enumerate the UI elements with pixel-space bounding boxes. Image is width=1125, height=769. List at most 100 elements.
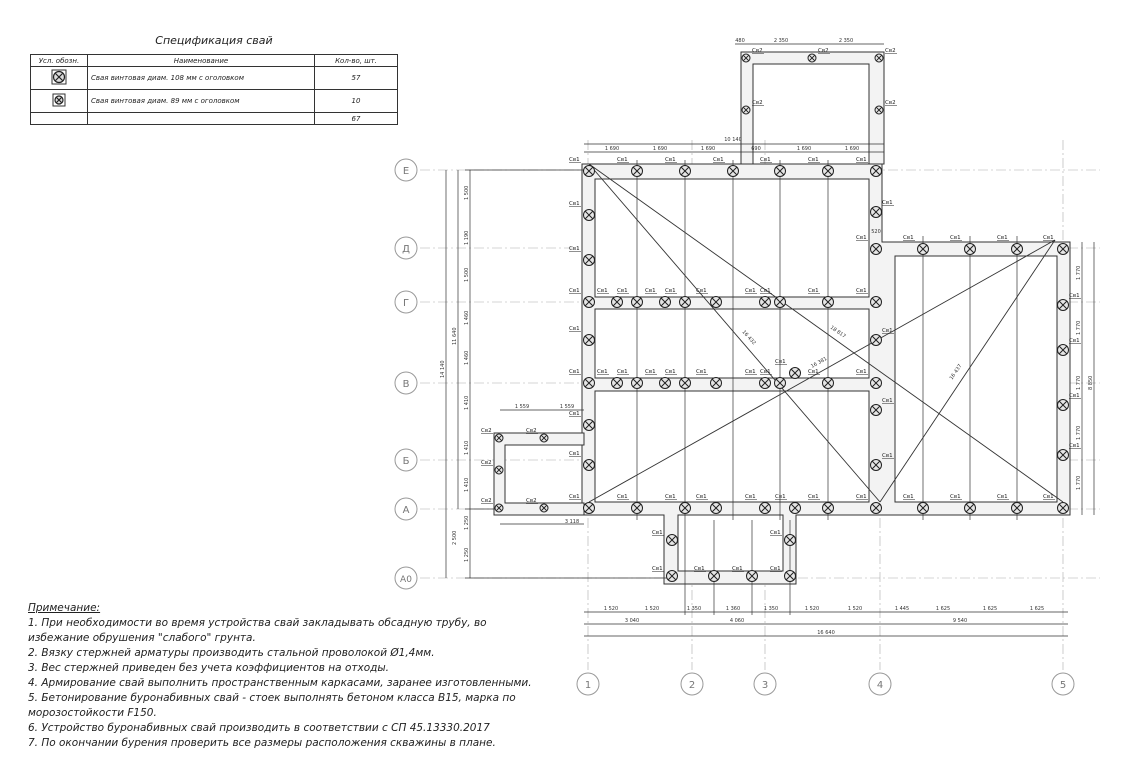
dim-bot-4: 1 360 <box>726 606 740 612</box>
axis-bubble-col-3: 3 <box>753 672 777 696</box>
axis-bubble-row-A0: А0 <box>394 566 418 590</box>
pile-label: Св1 <box>808 288 819 294</box>
pile-marker: Св1 <box>856 494 882 514</box>
axis-col-5-label: 5 <box>1060 680 1066 691</box>
pile-label: Св2 <box>818 48 829 54</box>
pile-marker: Св1 <box>770 530 796 546</box>
pile-marker: Св1 <box>645 369 671 389</box>
pile-marker: Св1 <box>870 328 894 346</box>
axis-row-A0-label: А0 <box>400 575 412 585</box>
dim-520: 520 <box>871 229 881 235</box>
dim-left-annex-small: 3 118 <box>565 519 579 525</box>
dim-left-total: 14 140 <box>440 361 446 379</box>
dim-left-9: 1 250 <box>464 516 470 530</box>
spec-total-qty: 67 <box>314 112 398 125</box>
pile-marker: Св1 <box>760 157 786 177</box>
pile-label: Св1 <box>808 157 819 163</box>
axis-col-2-label: 2 <box>689 680 695 691</box>
pile-label: Св1 <box>760 157 771 163</box>
pile-marker: Св1 <box>569 451 595 471</box>
note-5: 5. Бетонирование буронабивных свай - сто… <box>28 692 516 719</box>
pile-label: Св1 <box>617 494 628 500</box>
axis-col-3-label: 3 <box>762 680 768 691</box>
pile-label: Св1 <box>856 288 867 294</box>
note-7: 7. По окончании бурения проверить все ра… <box>28 737 496 749</box>
note-2: 2. Вязку стержней арматуры производить с… <box>28 647 435 659</box>
dim-annex-2: 2 350 <box>774 38 788 44</box>
note-3: 3. Вес стержней приведен без учета коэфф… <box>28 662 390 674</box>
pile-label: Св1 <box>597 288 608 294</box>
pile-label: Св1 <box>569 451 580 457</box>
pile-marker: Св1 <box>856 369 882 389</box>
spec-table: Усл. обозн. Наименование Кол-во, шт. Сва… <box>30 54 398 125</box>
spec-title: Спецификация свай <box>155 34 273 47</box>
dim-left-annex-1: 1 559 <box>515 404 529 410</box>
dim-bot-9: 1 625 <box>936 606 950 612</box>
pile-marker: Св1 <box>808 494 834 514</box>
pile-marker: Св1 <box>870 453 894 471</box>
dim-right-1: 1 770 <box>1076 266 1082 280</box>
dim-bot-mid-2: 4 060 <box>730 618 744 624</box>
axis-row-B-label: Б <box>403 456 410 467</box>
dim-top-total: 10 140 <box>724 137 742 143</box>
pile-marker: Св1 <box>903 235 929 255</box>
pile-label: Св2 <box>526 498 537 504</box>
pile-label: Св1 <box>882 328 893 334</box>
pile-marker: Св1 <box>950 494 976 514</box>
pile-label: Св1 <box>808 369 819 375</box>
note-1: 1. При необходимости во время устройства… <box>28 617 487 644</box>
dim-bot-11: 1 625 <box>1030 606 1044 612</box>
dim-bot-10: 1 625 <box>983 606 997 612</box>
dim-top-4: 690 <box>751 146 761 152</box>
dim-bot-6: 1 520 <box>805 606 819 612</box>
pile-marker: Св2 <box>874 100 897 115</box>
pile-label: Св1 <box>617 288 628 294</box>
pile-label: Св1 <box>1043 494 1054 500</box>
pile-marker: Св2 <box>481 428 504 443</box>
pile-label: Св2 <box>526 428 537 434</box>
dim-left-7: 1 410 <box>464 441 470 455</box>
pile-marker: Св1 <box>1057 443 1081 461</box>
dim-bot-5: 1 350 <box>764 606 778 612</box>
pile-label: Св1 <box>569 369 580 375</box>
dim-top-2: 1 690 <box>653 146 667 152</box>
pile-label: Св1 <box>569 326 580 332</box>
pile-label: Св1 <box>1069 393 1080 399</box>
pile-marker: Св1 <box>808 369 834 389</box>
pile-label: Св1 <box>597 369 608 375</box>
pile-label: Св1 <box>1069 338 1080 344</box>
axis-bubble-row-B: Б <box>394 448 418 472</box>
pile-label: Св1 <box>856 494 867 500</box>
pile-marker: Св2 <box>741 48 764 63</box>
dim-right-2: 1 770 <box>1076 321 1082 335</box>
axis-col-1-label: 1 <box>585 680 591 691</box>
pile-marker: Св1 <box>856 157 882 177</box>
dim-right-3: 1 770 <box>1076 376 1082 390</box>
pile-label: Св1 <box>665 369 676 375</box>
dim-left-mid-1: 11 640 <box>452 328 458 346</box>
pile-label: Св1 <box>617 157 628 163</box>
pile-marker: Св1 <box>745 288 771 308</box>
pile-marker: Св1 <box>569 494 595 514</box>
pile-marker: Св1 <box>760 369 786 389</box>
pile-label: Св1 <box>745 369 756 375</box>
pile-marker: Св1 <box>745 494 771 514</box>
pile-marker: Св2 <box>874 48 897 63</box>
dim-bot-mid-1: 3 040 <box>625 618 639 624</box>
axis-bubble-col-2: 2 <box>680 672 704 696</box>
pile-label: Св1 <box>665 494 676 500</box>
pile-marker: Св1 <box>997 494 1023 514</box>
dim-right-5: 1 770 <box>1076 476 1082 490</box>
pile-marker: Св2 <box>481 498 504 513</box>
axis-bubble-row-G: Г <box>394 290 418 314</box>
pile-label: Св1 <box>903 494 914 500</box>
axis-bubble-col-1: 1 <box>576 672 600 696</box>
pile-marker: Св1 <box>645 288 671 308</box>
pile-label: Св1 <box>760 288 771 294</box>
pile-marker: Св1 <box>569 246 595 266</box>
pile-label: Св1 <box>903 235 914 241</box>
axis-bubble-row-E: Е <box>394 158 418 182</box>
pile-marker: Св1 <box>696 369 722 389</box>
pile-label: Св1 <box>652 566 663 572</box>
